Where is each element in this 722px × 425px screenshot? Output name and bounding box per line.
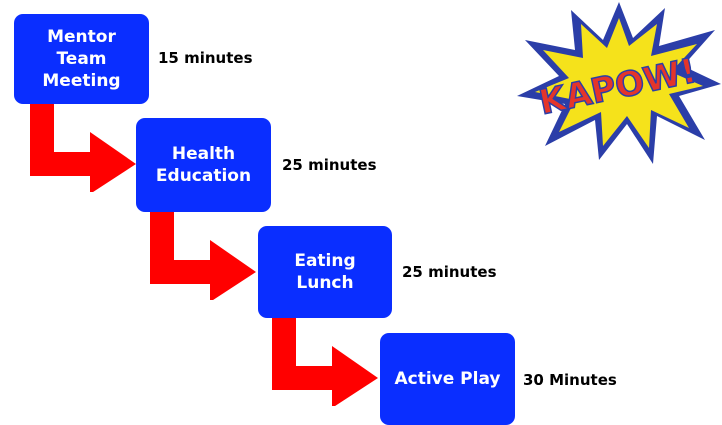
step-label-line: Health bbox=[171, 144, 236, 164]
step-label-line: Education bbox=[155, 166, 252, 186]
step-duration: 25 minutes bbox=[402, 263, 497, 281]
step-label-line: Lunch bbox=[296, 273, 354, 293]
kapow-burst-icon: KAPOW! bbox=[517, 2, 721, 164]
step-label-line: Active Play bbox=[394, 369, 501, 389]
step-label-line: Team bbox=[56, 49, 107, 69]
step-duration: 15 minutes bbox=[158, 49, 253, 67]
step-box-eating-lunch: Eating Lunch bbox=[258, 226, 392, 318]
step-box-mentor-team-meeting: Mentor Team Meeting bbox=[14, 14, 149, 104]
step-label-line: Mentor bbox=[47, 27, 116, 47]
step-box-health-education: Health Education bbox=[136, 118, 271, 212]
step-label-line: Meeting bbox=[42, 71, 121, 91]
step-duration: 25 minutes bbox=[282, 156, 377, 174]
burst-inner-shape bbox=[535, 18, 703, 148]
step-duration: 30 Minutes bbox=[523, 371, 617, 389]
down-right-arrow-icon bbox=[30, 104, 136, 192]
down-right-arrow-icon bbox=[272, 318, 378, 406]
down-right-arrow-icon bbox=[150, 212, 256, 300]
step-box-active-play: Active Play bbox=[380, 333, 515, 425]
step-label-line: Eating bbox=[294, 251, 356, 271]
